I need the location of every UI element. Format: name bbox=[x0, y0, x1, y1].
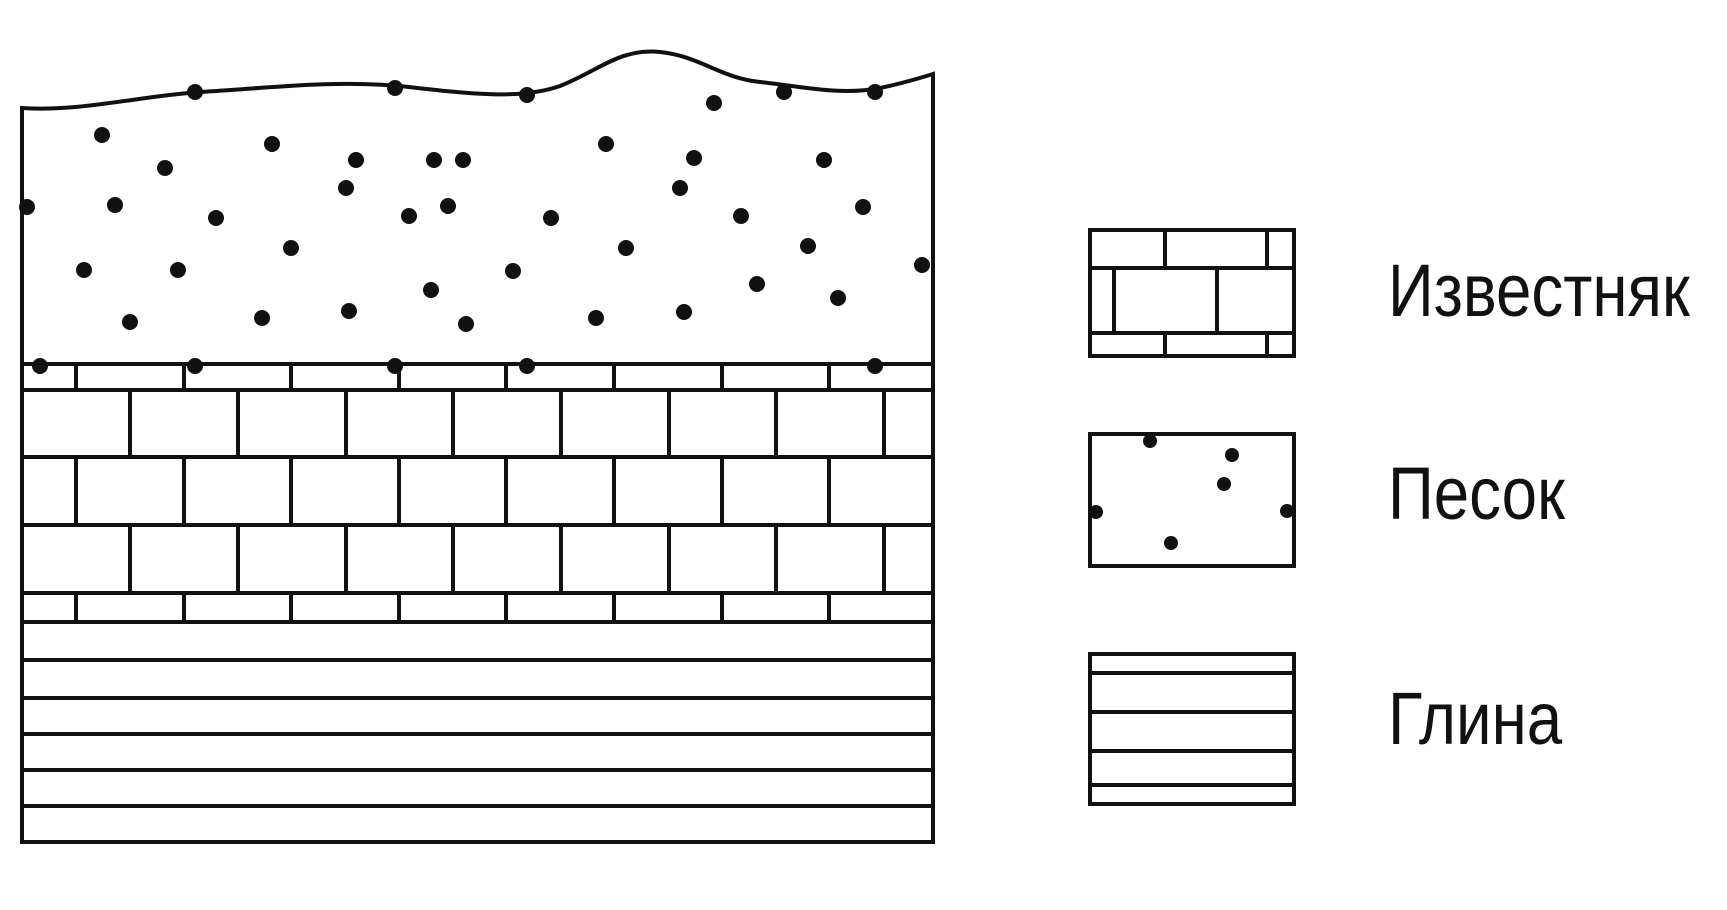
sand-grain bbox=[672, 180, 688, 196]
sand-grain bbox=[676, 304, 692, 320]
sand-grain bbox=[543, 210, 559, 226]
sand-grain bbox=[341, 303, 357, 319]
sand-grain bbox=[283, 240, 299, 256]
sand-grain bbox=[519, 87, 535, 103]
sand-grain bbox=[598, 136, 614, 152]
sand-grain bbox=[208, 210, 224, 226]
sand-grain bbox=[914, 257, 930, 273]
sand-grain bbox=[706, 95, 722, 111]
sand-grain bbox=[19, 199, 35, 215]
sand-grain bbox=[505, 263, 521, 279]
sand-grain bbox=[423, 282, 439, 298]
sand-grains bbox=[19, 80, 930, 374]
legend-swatch-clay bbox=[1088, 652, 1296, 806]
legend-swatch-sand bbox=[1088, 432, 1296, 568]
sand-grain bbox=[157, 160, 173, 176]
sand-grain bbox=[76, 262, 92, 278]
sand-grain bbox=[776, 84, 792, 100]
sand-grain bbox=[749, 276, 765, 292]
sand-grain bbox=[855, 199, 871, 215]
sand-grain bbox=[618, 240, 634, 256]
sand-grain bbox=[122, 314, 138, 330]
limestone-layer-outline bbox=[20, 362, 935, 624]
sand-grain bbox=[170, 262, 186, 278]
legend-label-clay: Глина bbox=[1388, 677, 1563, 760]
sand-grain bbox=[107, 197, 123, 213]
sand-grain bbox=[94, 127, 110, 143]
sand-grain bbox=[830, 290, 846, 306]
sand-grain bbox=[348, 152, 364, 168]
sand-grain bbox=[187, 84, 203, 100]
legend-label-limestone: Известняк bbox=[1388, 249, 1690, 332]
sand-grain bbox=[254, 310, 270, 326]
limestone-layer bbox=[20, 362, 935, 624]
sand-grain bbox=[800, 238, 816, 254]
sand-grain bbox=[440, 198, 456, 214]
legend bbox=[1088, 228, 1296, 806]
clay-lines bbox=[22, 658, 933, 808]
sand-grain bbox=[401, 208, 417, 224]
clay-layer bbox=[20, 620, 935, 844]
sand-grain bbox=[588, 310, 604, 326]
limestone-bricks bbox=[22, 364, 933, 622]
legend-label-sand: Песок bbox=[1388, 452, 1565, 535]
legend-swatch-limestone bbox=[1088, 228, 1296, 358]
sand-layer-outline bbox=[20, 49, 935, 366]
sand-grain bbox=[387, 80, 403, 96]
sand-grain bbox=[816, 152, 832, 168]
sand-grain bbox=[426, 152, 442, 168]
sand-grain bbox=[733, 208, 749, 224]
sand-grain bbox=[455, 152, 471, 168]
geologic-column bbox=[19, 49, 935, 844]
sand-layer bbox=[19, 49, 935, 374]
sand-grain bbox=[338, 180, 354, 196]
sand-grain bbox=[264, 136, 280, 152]
sand-grain bbox=[867, 84, 883, 100]
sand-grain bbox=[458, 316, 474, 332]
sand-grain bbox=[686, 150, 702, 166]
